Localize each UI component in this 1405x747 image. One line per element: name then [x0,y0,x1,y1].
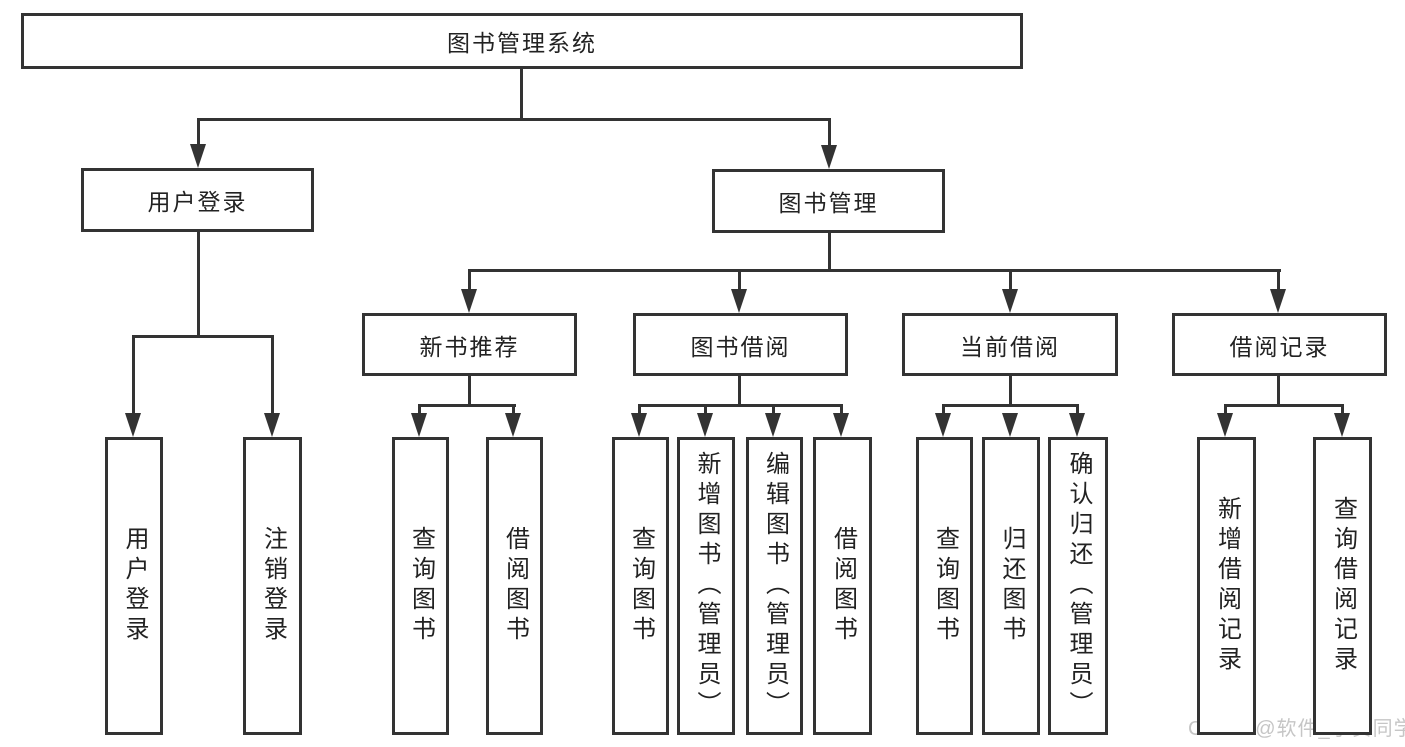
arrowhead-down-icon [264,413,280,437]
node-user-login: 用户登录 [81,168,314,232]
connector-line [738,269,741,295]
arrowhead-down-icon [461,289,477,313]
arrowhead-down-icon [505,413,521,437]
node-leaf-user-login: 用户登录 [105,437,163,735]
arrowhead-down-icon [935,413,951,437]
node-book-borrow: 图书借阅 [633,313,848,376]
connector-line [468,269,471,295]
node-label: 当前借阅 [960,333,1060,360]
connector-line [828,233,831,272]
arrowhead-down-icon [125,413,141,437]
node-label: 借阅图书 [501,526,529,646]
node-label: 查询借阅记录 [1329,496,1357,676]
connector-line [132,335,135,417]
node-label: 查询图书 [407,526,435,646]
arrowhead-down-icon [1069,413,1085,437]
connector-line [704,404,707,420]
connector-line [738,376,741,407]
node-label: 借阅记录 [1229,333,1330,360]
connector-line [197,232,200,337]
connector-line [197,118,200,150]
arrowhead-down-icon [1217,413,1233,437]
connector-line [468,269,1281,272]
connector-line [638,404,843,407]
connector-line [520,69,523,121]
connector-line [197,118,831,121]
arrowhead-down-icon [1002,289,1018,313]
arrowhead-down-icon [190,144,206,168]
node-leaf-confirm-return: 确认归还（管理员） [1048,437,1108,735]
connector-line [418,404,421,420]
connector-line [1341,404,1344,420]
node-leaf-query-borrow-record: 查询借阅记录 [1313,437,1372,735]
node-label: 新书推荐 [419,333,520,360]
connector-line [1277,269,1280,295]
node-leaf-edit-book-admin: 编辑图书（管理员） [746,437,803,735]
node-label: 图书管理系统 [447,30,597,56]
node-label: 图书借阅 [690,333,791,360]
connector-line [418,404,516,407]
connector-line [840,404,843,420]
connector-line [512,404,515,420]
arrowhead-down-icon [833,413,849,437]
node-root: 图书管理系统 [21,13,1023,69]
node-label: 查询图书 [931,526,959,646]
node-leaf-query-book-2: 查询图书 [612,437,669,735]
arrowhead-down-icon [1334,413,1350,437]
node-leaf-borrow-book-1: 借阅图书 [486,437,543,735]
connector-line [942,404,1079,407]
connector-line [132,335,274,338]
connector-line [1076,404,1079,420]
node-new-book-recommend: 新书推荐 [362,313,577,376]
arrowhead-down-icon [631,413,647,437]
node-current-borrow: 当前借阅 [902,313,1118,376]
node-leaf-query-book-1: 查询图书 [392,437,449,735]
connector-line [638,404,641,420]
node-label: 确认归还（管理员） [1065,451,1092,721]
connector-line [1224,404,1227,420]
connector-line [1277,376,1280,407]
node-label: 新增借阅记录 [1213,496,1241,676]
arrowhead-down-icon [1270,289,1286,313]
arrowhead-down-icon [821,145,837,169]
node-label: 归还图书 [998,526,1025,646]
node-label: 编辑图书（管理员） [761,451,789,721]
arrowhead-down-icon [731,289,747,313]
node-book-management: 图书管理 [712,169,945,233]
node-leaf-borrow-book-2: 借阅图书 [813,437,872,735]
arrowhead-down-icon [697,413,713,437]
node-label: 借阅图书 [829,526,857,646]
connector-line [772,404,775,420]
node-label: 用户登录 [121,526,148,646]
node-leaf-logout: 注销登录 [243,437,302,735]
connector-line [1224,404,1344,407]
arrowhead-down-icon [1002,413,1018,437]
node-label: 图书管理 [778,190,879,216]
node-label: 新增图书（管理员） [693,451,720,721]
connector-line [1009,376,1012,407]
node-leaf-add-borrow-record: 新增借阅记录 [1197,437,1256,735]
arrowhead-down-icon [411,413,427,437]
connector-line [942,404,945,420]
node-label: 用户登录 [147,189,248,215]
node-label: 查询图书 [627,526,655,646]
connector-line [828,118,831,150]
connector-line [271,335,274,417]
node-leaf-return-book: 归还图书 [982,437,1040,735]
connector-line [468,376,471,407]
arrowhead-down-icon [765,413,781,437]
connector-line [1009,269,1012,295]
node-label: 注销登录 [259,526,287,646]
node-borrow-records: 借阅记录 [1172,313,1387,376]
node-leaf-query-book-3: 查询图书 [916,437,973,735]
node-leaf-add-book-admin: 新增图书（管理员） [677,437,735,735]
